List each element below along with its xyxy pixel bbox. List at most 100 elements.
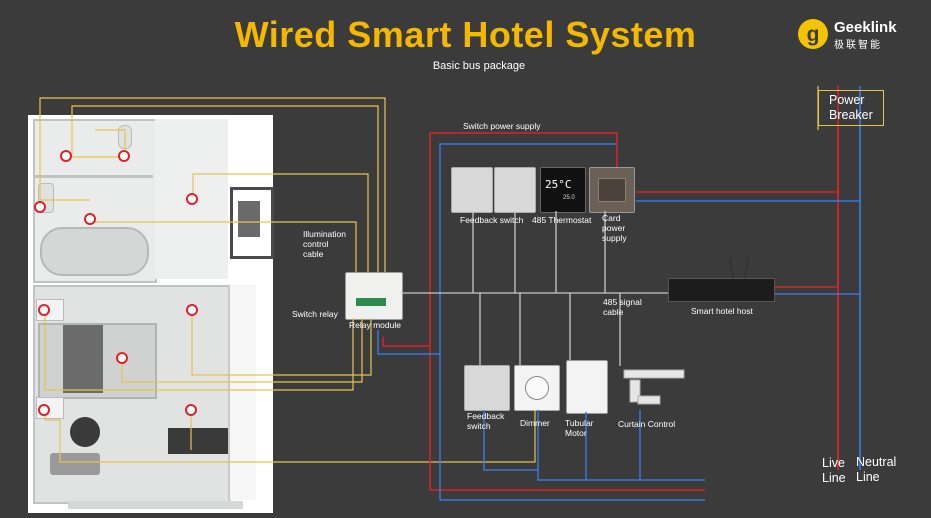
fb-bottom-line2: switch <box>467 420 491 431</box>
antenna <box>744 257 749 279</box>
window <box>68 501 243 509</box>
illumination-line2: control <box>303 238 329 249</box>
feedback-switch-top-a <box>451 167 493 213</box>
neutral-wire <box>439 143 617 500</box>
control-wire <box>192 173 369 272</box>
tubular-motor-label: Tubular Motor <box>565 418 594 439</box>
smart-hotel-host-label: Smart hotel host <box>691 306 753 316</box>
brand-name: Geeklink <box>834 19 897 36</box>
signal-line1: 485 signal <box>603 297 642 307</box>
neutral-wire <box>537 410 705 481</box>
tv-cabinet <box>228 285 256 500</box>
thermostat-small: 25.0 <box>563 195 575 201</box>
feedback-switch-bottom-label: Feedback switch <box>467 411 505 432</box>
marker <box>116 352 128 364</box>
thermostat-label: 485 Thermostat <box>532 215 592 225</box>
control-wire <box>39 97 386 272</box>
desk <box>168 428 228 454</box>
control-wire <box>44 310 354 391</box>
illumination-line3: cable <box>303 248 324 259</box>
power-breaker-line2: Breaker <box>829 108 873 122</box>
control-wire <box>95 129 126 155</box>
feedback-switch-top-b <box>494 167 536 213</box>
control-wires <box>39 97 536 463</box>
geeklink-g-logo-icon: g <box>798 19 828 49</box>
smart-hotel-host-device <box>668 278 775 302</box>
neutral-line-label: Neutral Line <box>856 455 896 485</box>
marker <box>186 193 198 205</box>
signal-wires <box>401 211 668 366</box>
marker <box>185 404 197 416</box>
bathroom-divider <box>33 175 153 178</box>
relay-module-device <box>345 272 403 320</box>
live-wire <box>429 132 618 490</box>
live-wire <box>382 337 430 347</box>
feedback-switch-bottom-device <box>464 365 510 411</box>
page-subtitle: Basic bus package <box>432 60 526 72</box>
signal-cable-label: 485 signal cable <box>603 297 642 318</box>
dimmer-knob <box>525 376 549 400</box>
switch-relay-label: Switch relay <box>292 309 338 319</box>
control-wire <box>44 410 536 463</box>
svg-text:g: g <box>807 23 820 46</box>
live-line-label: Live Line <box>822 456 846 486</box>
marker <box>38 404 50 416</box>
card-power-supply-device <box>589 167 635 213</box>
brand-logo: g Geeklink 极联智能 <box>797 18 917 51</box>
marker <box>38 304 50 316</box>
live-wires <box>382 86 839 491</box>
tubular-motor-device <box>566 360 608 414</box>
hotel-floor-plan <box>28 115 274 513</box>
live-line2: Line <box>822 471 846 485</box>
power-breaker-box: Power Breaker <box>818 90 884 126</box>
curtain-control-device <box>618 366 688 410</box>
signal-line2: cable <box>603 306 624 317</box>
curtain-control-label: Curtain Control <box>618 419 676 429</box>
control-wire <box>121 318 363 383</box>
wardrobe-inner <box>238 201 260 237</box>
thermostat-temp: 25°C <box>545 178 572 191</box>
bathtub-icon <box>40 227 149 276</box>
dimmer-label: Dimmer <box>520 418 550 428</box>
dimmer-device <box>514 365 560 411</box>
neutral-line1: Neutral <box>856 455 897 469</box>
relay-module-label: Relay module <box>349 320 401 330</box>
fb-bottom-line1: Feedback <box>467 411 505 421</box>
illumination-control-cable-label: Illumination control cable <box>303 229 346 259</box>
card-slot <box>598 178 626 202</box>
marker <box>34 201 46 213</box>
page-title: Wired Smart Hotel System <box>234 14 697 55</box>
card-line2: power <box>602 222 626 233</box>
neutral-line2: Line <box>856 470 880 484</box>
switch-power-supply-label: Switch power supply <box>463 121 541 131</box>
illumination-line1: Illumination <box>303 229 346 239</box>
card-power-supply-label: Card power supply <box>602 213 627 243</box>
control-wire <box>191 310 372 376</box>
marker <box>84 213 96 225</box>
neutral-wires <box>377 86 861 501</box>
round-table-icon <box>70 417 100 447</box>
marker <box>186 304 198 316</box>
host-antennas <box>729 257 749 279</box>
sofa <box>50 453 100 475</box>
neutral-wire <box>483 410 538 471</box>
curtain-track-icon <box>623 369 685 405</box>
tubular-line1: Tubular <box>565 418 594 428</box>
antenna <box>729 257 734 279</box>
feedback-switch-top-label: Feedback switch <box>460 215 524 225</box>
control-wire <box>71 105 379 272</box>
card-line3: supply <box>602 232 627 243</box>
tubular-line2: Motor <box>565 427 587 438</box>
relay-module-terminal <box>356 298 386 306</box>
live-line1: Live <box>822 456 845 470</box>
power-breaker-line1: Power <box>829 93 865 107</box>
location-markers <box>34 150 198 416</box>
brand-name-cn: 极联智能 <box>834 40 882 51</box>
neutral-wire <box>377 330 440 355</box>
thermostat-device: 25°C 25.0 <box>540 167 586 213</box>
card-line1: Card <box>602 213 621 223</box>
marker <box>60 150 72 162</box>
bed-blanket <box>63 325 103 393</box>
marker <box>118 150 130 162</box>
